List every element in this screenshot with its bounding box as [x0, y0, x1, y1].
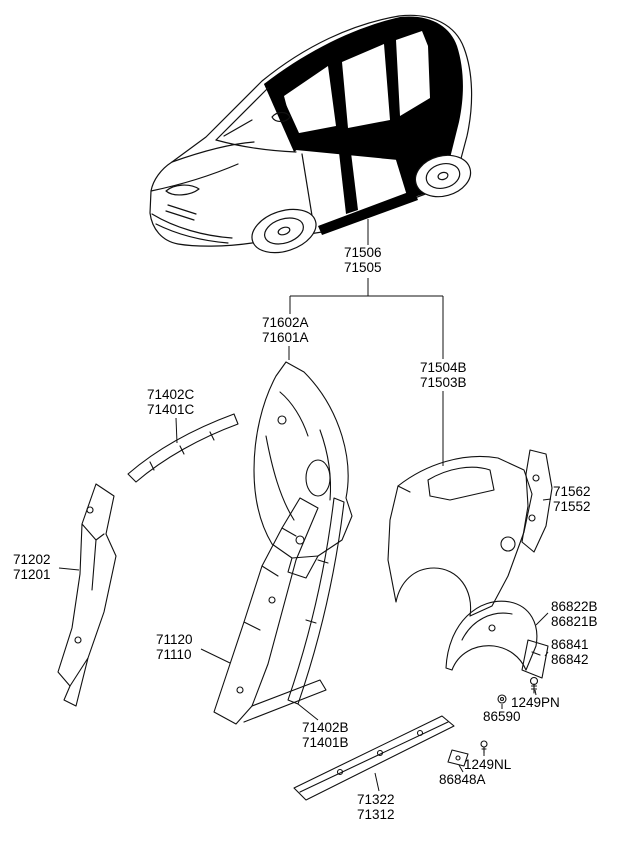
part-number: 71503B: [420, 374, 467, 390]
grommet-icon: [497, 694, 507, 704]
part-label-1249NL: 1249NL: [464, 757, 512, 773]
part-number: 1249NL: [464, 757, 512, 772]
part-label-71120: 71120 71110: [156, 632, 193, 662]
part-side-aperture-panel: [213, 497, 327, 725]
part-label-86590: 86590: [483, 709, 521, 725]
part-label-71202: 71202 71201: [13, 552, 51, 582]
part-number: 71312: [357, 806, 395, 822]
part-number: 86822B: [551, 599, 598, 614]
part-number: 71506: [344, 245, 382, 260]
part-number: 71402B: [302, 720, 349, 735]
part-label-71322: 71322 71312: [357, 792, 395, 822]
part-label-86841: 86841 86842: [551, 637, 589, 667]
part-number: 86821B: [551, 613, 598, 629]
part-number: 71601A: [262, 329, 309, 345]
part-lamp-bracket: [521, 449, 553, 553]
part-number: 71202: [13, 552, 51, 567]
part-label-71602A: 71602A 71601A: [262, 315, 309, 345]
part-number: 71322: [357, 792, 395, 807]
part-number: 71504B: [420, 360, 467, 375]
part-number: 71562: [553, 484, 591, 499]
part-small-bracket: [447, 749, 469, 767]
part-number: 86848A: [439, 772, 486, 787]
part-front-pillar-outer: [57, 483, 117, 707]
part-number: 71602A: [262, 315, 309, 330]
part-number: 86841: [551, 637, 589, 652]
part-label-71402C: 71402C 71401C: [147, 387, 195, 417]
screw-icon: [529, 676, 539, 694]
front-wheel: [251, 208, 317, 254]
part-label-86848A: 86848A: [439, 772, 486, 788]
part-center-pillar-strip: [287, 497, 345, 705]
part-number: 71110: [156, 646, 192, 662]
part-number: 71552: [553, 498, 591, 514]
part-number: 1249PN: [511, 695, 560, 710]
part-number: 86590: [483, 709, 521, 724]
part-label-71562: 71562 71552: [553, 484, 591, 514]
part-label-71402B: 71402B 71401B: [302, 720, 349, 750]
part-number: 71401C: [147, 401, 195, 417]
part-side-sill-panel: [293, 715, 455, 801]
rear-wheel: [414, 154, 472, 198]
car-illustration: [149, 14, 473, 254]
highlighted-side-structure: [264, 16, 463, 161]
part-number: 86842: [551, 651, 589, 667]
leader-lines: [58, 219, 552, 792]
part-number: 71402C: [147, 387, 195, 402]
part-label-1249PN: 1249PN: [511, 695, 560, 711]
part-roof-side-rail: [127, 413, 239, 483]
part-pillar-inner-assembly: [253, 361, 353, 579]
part-wheel-guard-liner: [445, 600, 538, 671]
part-number: 71201: [13, 566, 51, 582]
part-number: 71505: [344, 259, 382, 275]
part-quarter-panel: [387, 455, 533, 617]
part-label-71504B: 71504B 71503B: [420, 360, 467, 390]
part-number: 71120: [156, 632, 193, 647]
part-mud-guard: [521, 639, 549, 679]
part-label-86822B: 86822B 86821B: [551, 599, 598, 629]
part-label-71506: 71506 71505: [344, 245, 382, 275]
clip-screw-icon: [480, 740, 488, 754]
part-number: 71401B: [302, 734, 349, 750]
